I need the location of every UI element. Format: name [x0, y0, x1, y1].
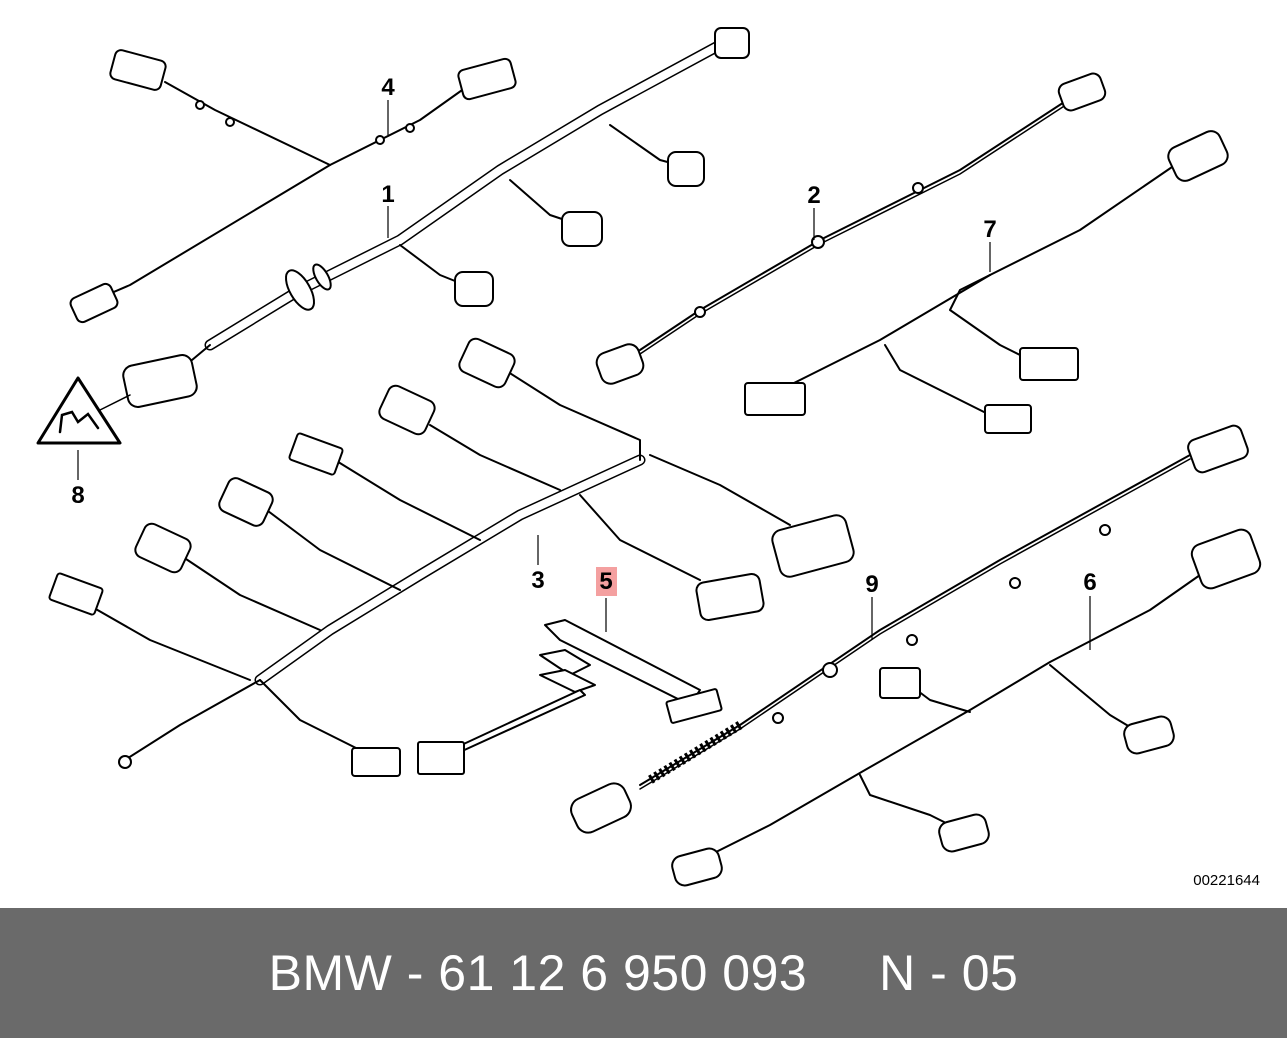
- connector-4b: [457, 57, 517, 101]
- connector-2b: [595, 343, 645, 385]
- connector-7d: [984, 404, 1032, 434]
- harness-2: [595, 72, 1107, 385]
- connector-9b: [570, 782, 632, 834]
- callout-8: 8: [71, 482, 84, 509]
- connector-9a: [1187, 424, 1249, 474]
- connector-7b: [1019, 347, 1079, 381]
- connector-3e: [134, 522, 192, 574]
- connector-3i: [695, 572, 765, 622]
- connector-1d: [454, 271, 494, 307]
- callout-3: 3: [531, 567, 544, 594]
- harness-9: [570, 424, 1249, 834]
- connector-7a: [1167, 130, 1229, 182]
- connector-4a: [109, 49, 167, 91]
- connector-7c: [744, 382, 806, 416]
- connector-6a: [1190, 528, 1262, 590]
- callout-5: 5: [599, 568, 612, 595]
- part-number-text: BMW - 61 12 6 950 093 N - 05: [268, 945, 1019, 1001]
- callout-9: 9: [865, 571, 878, 598]
- connector-3c: [288, 432, 344, 476]
- part-number-banner: BMW - 61 12 6 950 093 N - 05: [0, 908, 1287, 1038]
- callout-4: 4: [381, 74, 395, 101]
- connector-6c: [879, 667, 921, 699]
- connector-3a: [458, 337, 516, 389]
- callout-2: 2: [807, 182, 820, 209]
- harness-3: [48, 337, 855, 777]
- connector-3h: [771, 514, 855, 578]
- diagram-reference-number: 00221644: [1193, 872, 1260, 889]
- connector-3f: [48, 572, 104, 616]
- connector-2a: [1057, 72, 1107, 112]
- harness-4: [69, 49, 517, 324]
- connector-1a: [714, 27, 750, 59]
- callout-7: 7: [983, 216, 996, 243]
- harness-7: [744, 130, 1229, 434]
- electrical-hazard-triangle-icon: [36, 376, 131, 445]
- harness-6: [671, 528, 1262, 887]
- callout-5-highlight: [596, 567, 617, 596]
- callout-6: 6: [1083, 569, 1096, 596]
- wiring-harness-diagram: 4 1 2 7 8 3 5 9 6 00221644: [36, 27, 1262, 889]
- connector-1c: [561, 211, 603, 247]
- connector-6e: [671, 847, 723, 887]
- connector-6b: [1123, 715, 1175, 755]
- connector-3g: [351, 747, 401, 777]
- connector-1b: [667, 151, 705, 187]
- callout-1: 1: [381, 181, 394, 208]
- connector-5b: [417, 741, 465, 775]
- ribbon-cable-5: [417, 619, 723, 775]
- connector-1e: [122, 354, 198, 408]
- connector-4c: [69, 282, 119, 324]
- connector-3d: [218, 477, 274, 527]
- connector-5a: [665, 688, 723, 724]
- connector-6d: [938, 813, 990, 853]
- harness-1: [122, 27, 750, 408]
- connector-3b: [378, 384, 436, 436]
